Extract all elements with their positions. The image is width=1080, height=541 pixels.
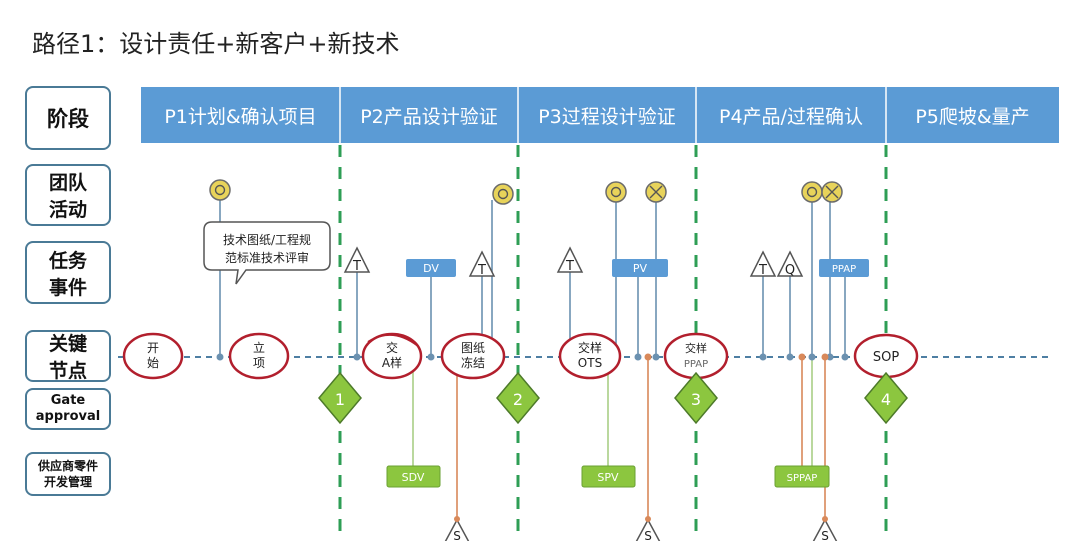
svg-text:DV: DV xyxy=(423,262,439,275)
milestone-project-approval: 立 项 xyxy=(228,332,290,380)
svg-text:SDV: SDV xyxy=(402,471,425,484)
triangle-s-icon: S xyxy=(635,518,661,541)
svg-text:PPAP: PPAP xyxy=(832,264,856,275)
row-label-key-node: 关键 节点 xyxy=(25,330,111,382)
svg-text:交样: 交样 xyxy=(685,341,707,355)
phase-p4: P4产品/过程确认 xyxy=(719,105,863,128)
task-triangles: T T T T Q xyxy=(343,246,804,278)
task-box-dv: DV xyxy=(406,259,456,277)
supplier-connectors xyxy=(412,357,813,466)
svg-text:开: 开 xyxy=(147,341,159,355)
svg-text:T: T xyxy=(758,263,767,278)
svg-text:3: 3 xyxy=(691,390,701,409)
supplier-s-dots xyxy=(454,516,828,522)
row-label-supplier-parts: 供应商零件 开发管理 xyxy=(25,452,111,496)
supplier-box-sdv: SDV xyxy=(386,465,441,488)
milestone-ppap: 交样 PPAP xyxy=(663,332,729,380)
callout-line2: 范标准技术评审 xyxy=(225,250,309,265)
triangle-t-icon: T xyxy=(468,250,496,278)
svg-text:立: 立 xyxy=(253,340,265,355)
connector-lines xyxy=(219,198,846,357)
gate-2: 2 xyxy=(496,371,540,425)
activity-meeting-icon xyxy=(209,179,231,201)
triangle-t-icon: T xyxy=(343,246,371,274)
gate-4: 4 xyxy=(864,371,908,425)
supplier-box-sppap: SPPAP xyxy=(774,465,830,488)
phase-p5: P5爬坡&量产 xyxy=(915,105,1030,128)
svg-text:S: S xyxy=(453,529,461,541)
milestone-drawing-freeze: 图纸 冻结 xyxy=(440,332,506,380)
row-label-gate-approval: Gate approval xyxy=(25,388,111,430)
triangle-s-icon: S xyxy=(444,518,470,541)
milestone-start: 开 始 xyxy=(122,332,184,380)
svg-text:交样: 交样 xyxy=(578,340,602,355)
activity-meeting-icon xyxy=(801,181,823,203)
svg-text:交: 交 xyxy=(386,340,398,355)
svg-text:图纸: 图纸 xyxy=(461,341,485,355)
svg-text:始: 始 xyxy=(147,356,159,370)
task-box-pv: PV xyxy=(612,259,668,277)
row-label-phase: 阶段 xyxy=(25,86,111,150)
svg-text:T: T xyxy=(565,259,574,274)
phase-bar xyxy=(141,87,1059,143)
svg-text:冻结: 冻结 xyxy=(461,355,485,370)
svg-text:SPPAP: SPPAP xyxy=(787,473,818,484)
supplier-s-lines xyxy=(456,357,826,522)
milestone-a-sample: 交 A样 xyxy=(361,332,423,380)
svg-text:OTS: OTS xyxy=(578,356,602,370)
milestones: 开 始 立 项 交 A样 图纸 冻结 交样 OTS 交样 PPAP xyxy=(122,332,919,380)
timeline-dots xyxy=(216,353,849,361)
activity-cross-icon xyxy=(645,181,667,203)
gate-3: 3 xyxy=(674,371,718,425)
activity-meeting-icon xyxy=(605,181,627,203)
phase-p1: P1计划&确认项目 xyxy=(164,105,317,128)
page-title: 路径1：设计责任+新客户+新技术 xyxy=(32,30,400,58)
phase-p3: P3过程设计验证 xyxy=(538,105,676,128)
activity-cross-icon xyxy=(821,181,843,203)
row-label-task-event: 任务 事件 xyxy=(25,241,111,304)
phase-p2: P2产品设计验证 xyxy=(360,105,498,128)
triangle-s-icon: S xyxy=(812,518,838,541)
gate-1: 1 xyxy=(318,371,362,425)
task-box-ppap: PPAP xyxy=(819,259,869,277)
triangle-q-icon: Q xyxy=(776,250,804,278)
gates: 1 2 3 4 xyxy=(318,371,908,425)
callout-bubble: 技术图纸/工程规 范标准技术评审 xyxy=(203,221,331,285)
svg-text:4: 4 xyxy=(881,390,891,409)
milestone-sop: SOP xyxy=(853,333,919,379)
activity-meeting-icon xyxy=(492,183,514,205)
svg-text:T: T xyxy=(352,259,361,274)
svg-text:SPV: SPV xyxy=(597,471,619,484)
svg-text:Q: Q xyxy=(785,263,795,278)
row-label-team-activity: 团队 活动 xyxy=(25,164,111,226)
svg-text:S: S xyxy=(821,529,829,541)
svg-text:PPAP: PPAP xyxy=(684,359,708,370)
svg-text:T: T xyxy=(477,263,486,278)
supplier-s-triangles: S S S xyxy=(444,518,838,541)
svg-text:项: 项 xyxy=(253,356,265,370)
svg-text:2: 2 xyxy=(513,390,523,409)
team-activities xyxy=(209,179,843,205)
svg-text:A样: A样 xyxy=(382,355,402,370)
triangle-t-icon: T xyxy=(556,246,584,274)
milestone-ots: 交样 OTS xyxy=(558,332,622,380)
svg-text:SOP: SOP xyxy=(873,350,899,365)
callout-line1: 技术图纸/工程规 xyxy=(223,232,311,247)
svg-text:PV: PV xyxy=(633,262,648,275)
phase-dividers xyxy=(339,87,887,541)
svg-text:S: S xyxy=(644,529,652,541)
svg-text:1: 1 xyxy=(335,390,345,409)
triangle-t-icon: T xyxy=(749,250,777,278)
supplier-box-spv: SPV xyxy=(581,465,636,488)
